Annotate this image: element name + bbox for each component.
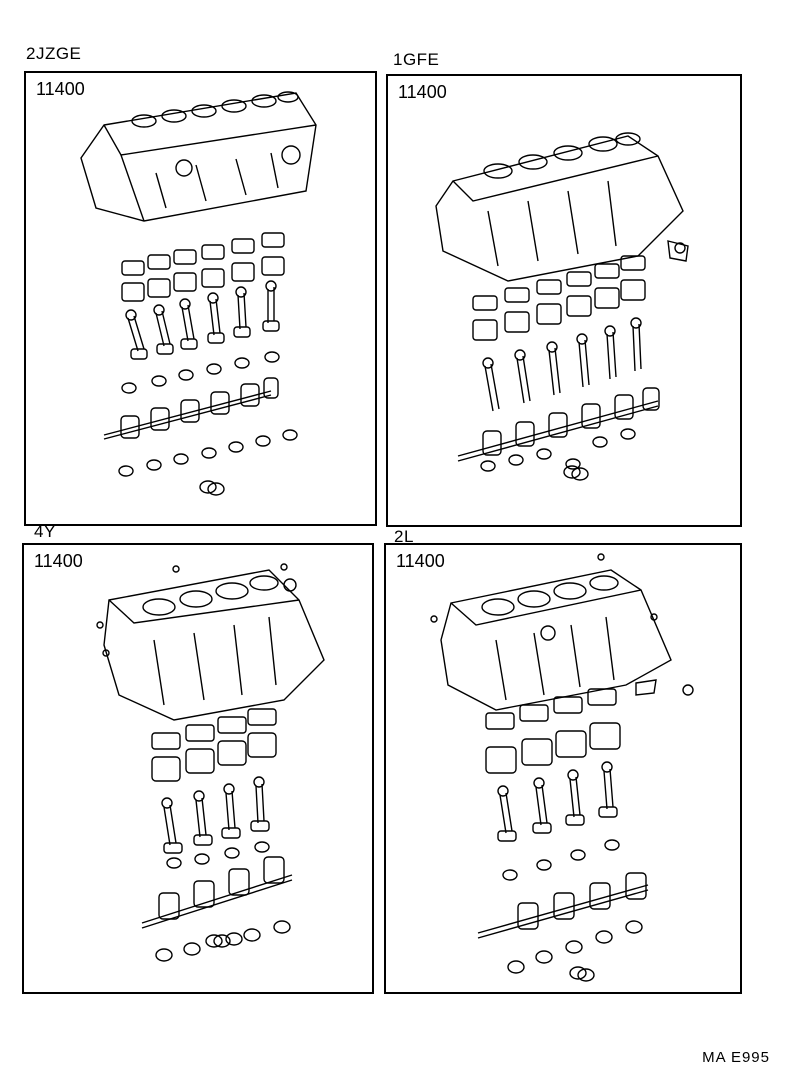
main-bearings: [155, 920, 291, 962]
cylinder-block: [435, 132, 689, 282]
thrust-washers: [563, 465, 589, 481]
part-number: 11400: [34, 551, 83, 571]
part-number: 11400: [398, 82, 447, 102]
engine-parts-illustration: [435, 132, 689, 481]
engine-parts-illustration: [80, 91, 317, 496]
part-number: 11400: [396, 551, 445, 571]
connecting-rods: [161, 776, 270, 854]
pistons: [485, 722, 621, 774]
crankshaft: [477, 872, 649, 939]
part-number: 11400: [36, 79, 85, 99]
rod-bearings: [502, 839, 620, 881]
engine-label-2l: 2L: [394, 527, 414, 546]
piston-rings: [485, 688, 617, 730]
cylinder-block: [80, 92, 317, 222]
connecting-rods: [482, 317, 642, 412]
main-bearings: [507, 920, 643, 974]
connecting-rods: [497, 761, 618, 842]
cylinder-block: [430, 553, 694, 711]
document-code: MA E995: [702, 1049, 770, 1066]
crankshaft: [457, 387, 660, 462]
engine-parts-illustration: [96, 563, 325, 962]
panel-2l: 11400: [384, 543, 742, 994]
thrust-washers: [569, 966, 595, 982]
main-bearings: [480, 428, 636, 472]
main-bearings: [118, 429, 298, 477]
panel-2jzge: 11400: [24, 71, 377, 526]
thrust-washers: [205, 932, 243, 948]
panel-4y: 11400: [22, 543, 374, 994]
engine-parts-illustration: [430, 553, 694, 982]
crankshaft: [141, 856, 293, 929]
panel-1gfe: 11400: [386, 74, 742, 527]
rod-bearings: [166, 841, 270, 869]
pistons: [121, 256, 285, 302]
cylinder-block: [96, 563, 325, 721]
crankshaft: [103, 377, 279, 440]
pistons: [472, 279, 646, 341]
engine-label-1gfe: 1GFE: [393, 50, 440, 69]
engine-label-4y: 4Y: [34, 522, 56, 541]
pistons: [151, 732, 277, 782]
piston-rings: [121, 232, 285, 276]
thrust-washers: [199, 480, 225, 496]
rod-bearings: [121, 351, 280, 394]
piston-rings: [472, 255, 646, 311]
piston-rings: [151, 708, 277, 750]
connecting-rods: [125, 280, 280, 360]
engine-label-2jzge: 2JZGE: [26, 44, 82, 63]
